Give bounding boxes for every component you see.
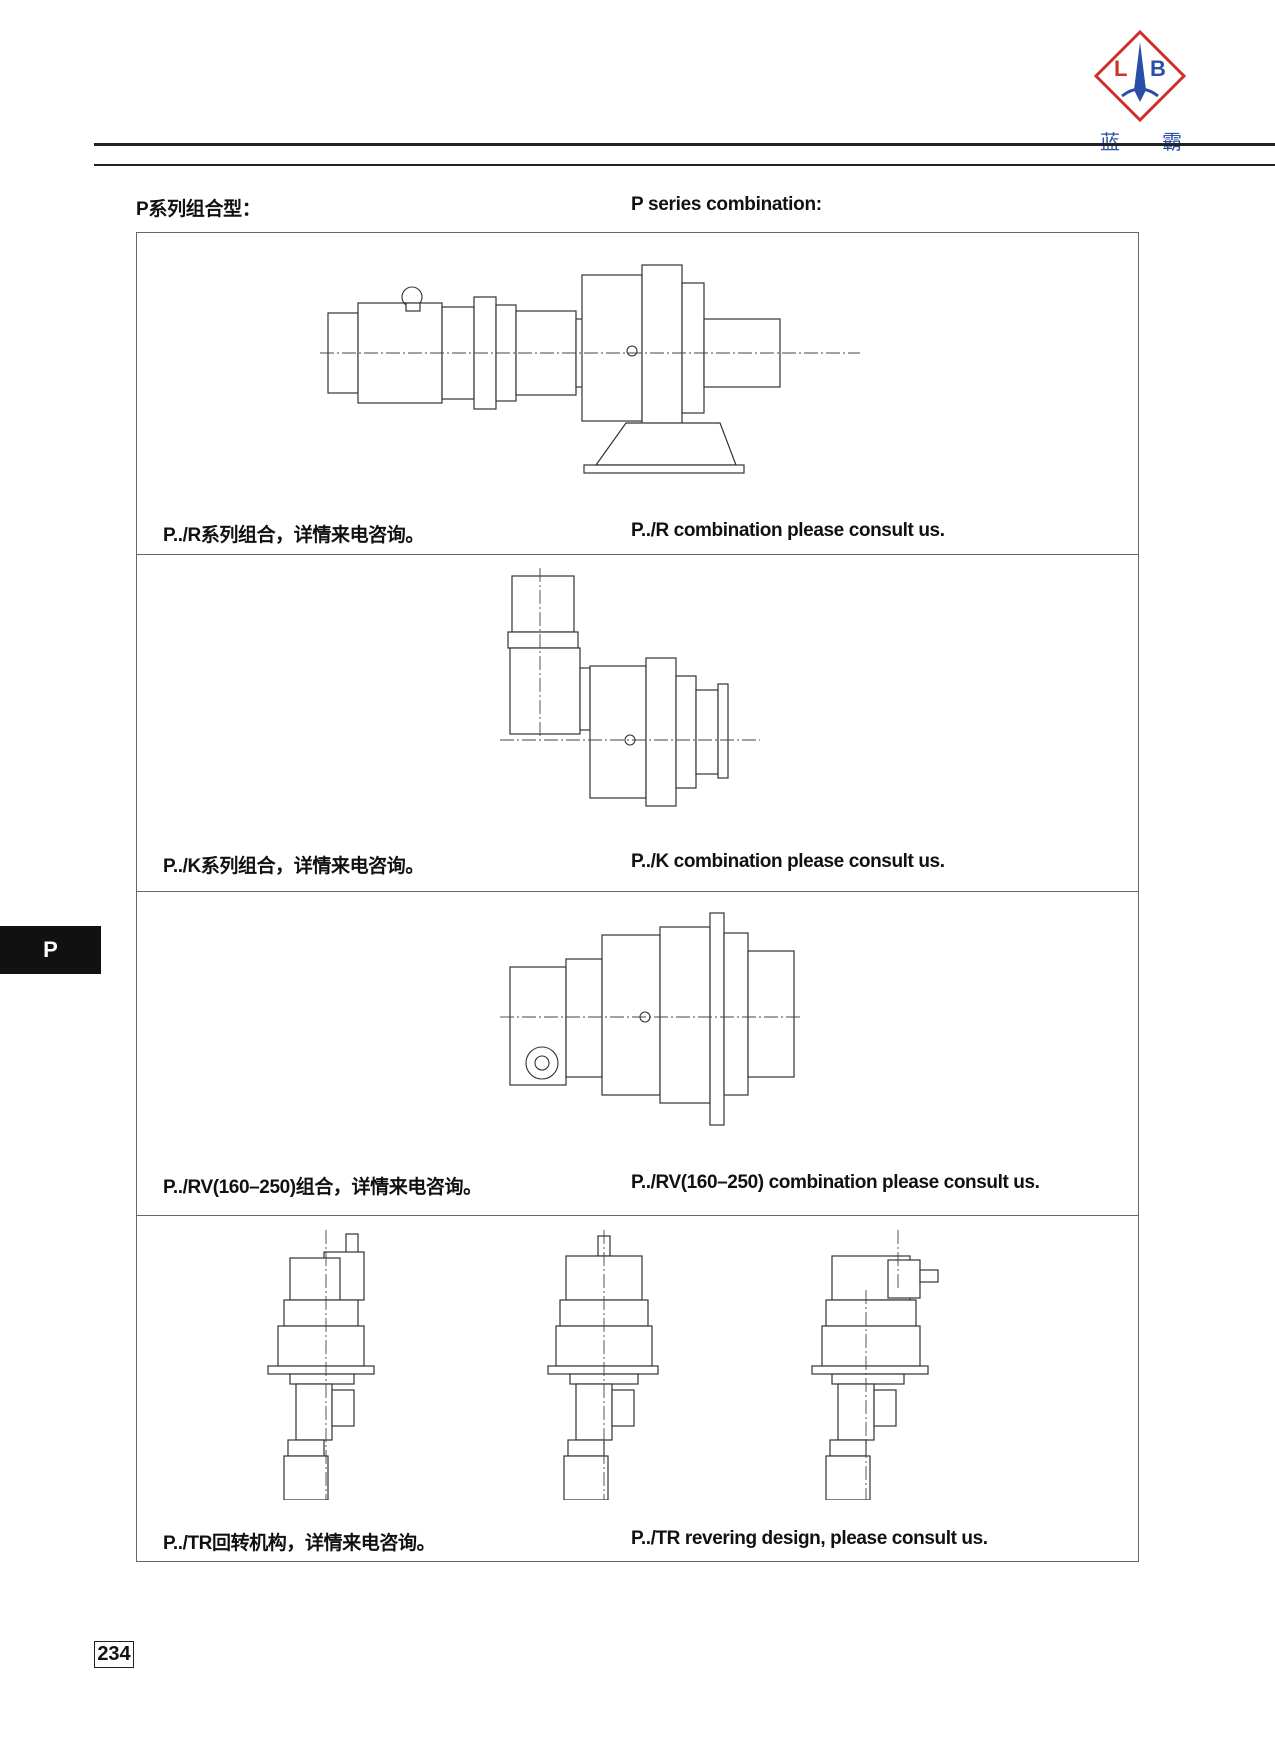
pk-caption-en: P../K combination please consult us. bbox=[631, 851, 945, 872]
logo-letter-b: B bbox=[1150, 56, 1166, 81]
pr-caption-en: P../R combination please consult us. bbox=[631, 520, 945, 541]
ptr-view-right-drawing bbox=[811, 1230, 939, 1500]
pk-combination-drawing bbox=[500, 568, 760, 807]
logo-cn-right: 霸 bbox=[1162, 130, 1182, 154]
pr-caption-cn: P../R系列组合，详情来电咨询。 bbox=[163, 525, 424, 546]
logo-letter-l: L bbox=[1114, 56, 1128, 81]
logo-cn-left: 蓝 bbox=[1100, 130, 1120, 154]
ptr-view-middle-drawing bbox=[547, 1230, 659, 1500]
ptr-caption-en: P../TR revering design, please consult u… bbox=[631, 1528, 988, 1549]
brand-logo: L B 蓝 霸 bbox=[1092, 29, 1188, 154]
heading-cn: P系列组合型： bbox=[136, 199, 261, 220]
pk-caption-cn: P../K系列组合，详情来电咨询。 bbox=[163, 856, 424, 877]
page-number: 234 bbox=[94, 1641, 134, 1668]
header-rule-top bbox=[94, 143, 1275, 146]
section-divider bbox=[136, 554, 1139, 555]
combination-table bbox=[136, 232, 1139, 1562]
pr-combination-drawing bbox=[320, 264, 860, 474]
section-side-tab: P bbox=[0, 926, 101, 974]
ptr-caption-cn: P../TR回转机构，详情来电咨询。 bbox=[163, 1533, 436, 1554]
prv-caption-en: P../RV(160–250) combination please consu… bbox=[631, 1172, 1040, 1193]
section-divider bbox=[136, 891, 1139, 892]
ptr-view-left-drawing bbox=[267, 1230, 375, 1500]
prv-caption-cn: P../RV(160–250)组合，详情来电咨询。 bbox=[163, 1177, 482, 1198]
prv-combination-drawing bbox=[500, 912, 800, 1126]
header-rule-bottom bbox=[94, 164, 1275, 166]
section-divider bbox=[136, 1215, 1139, 1216]
heading-en: P series combination: bbox=[631, 194, 822, 215]
logo-diamond-icon bbox=[1093, 29, 1187, 123]
